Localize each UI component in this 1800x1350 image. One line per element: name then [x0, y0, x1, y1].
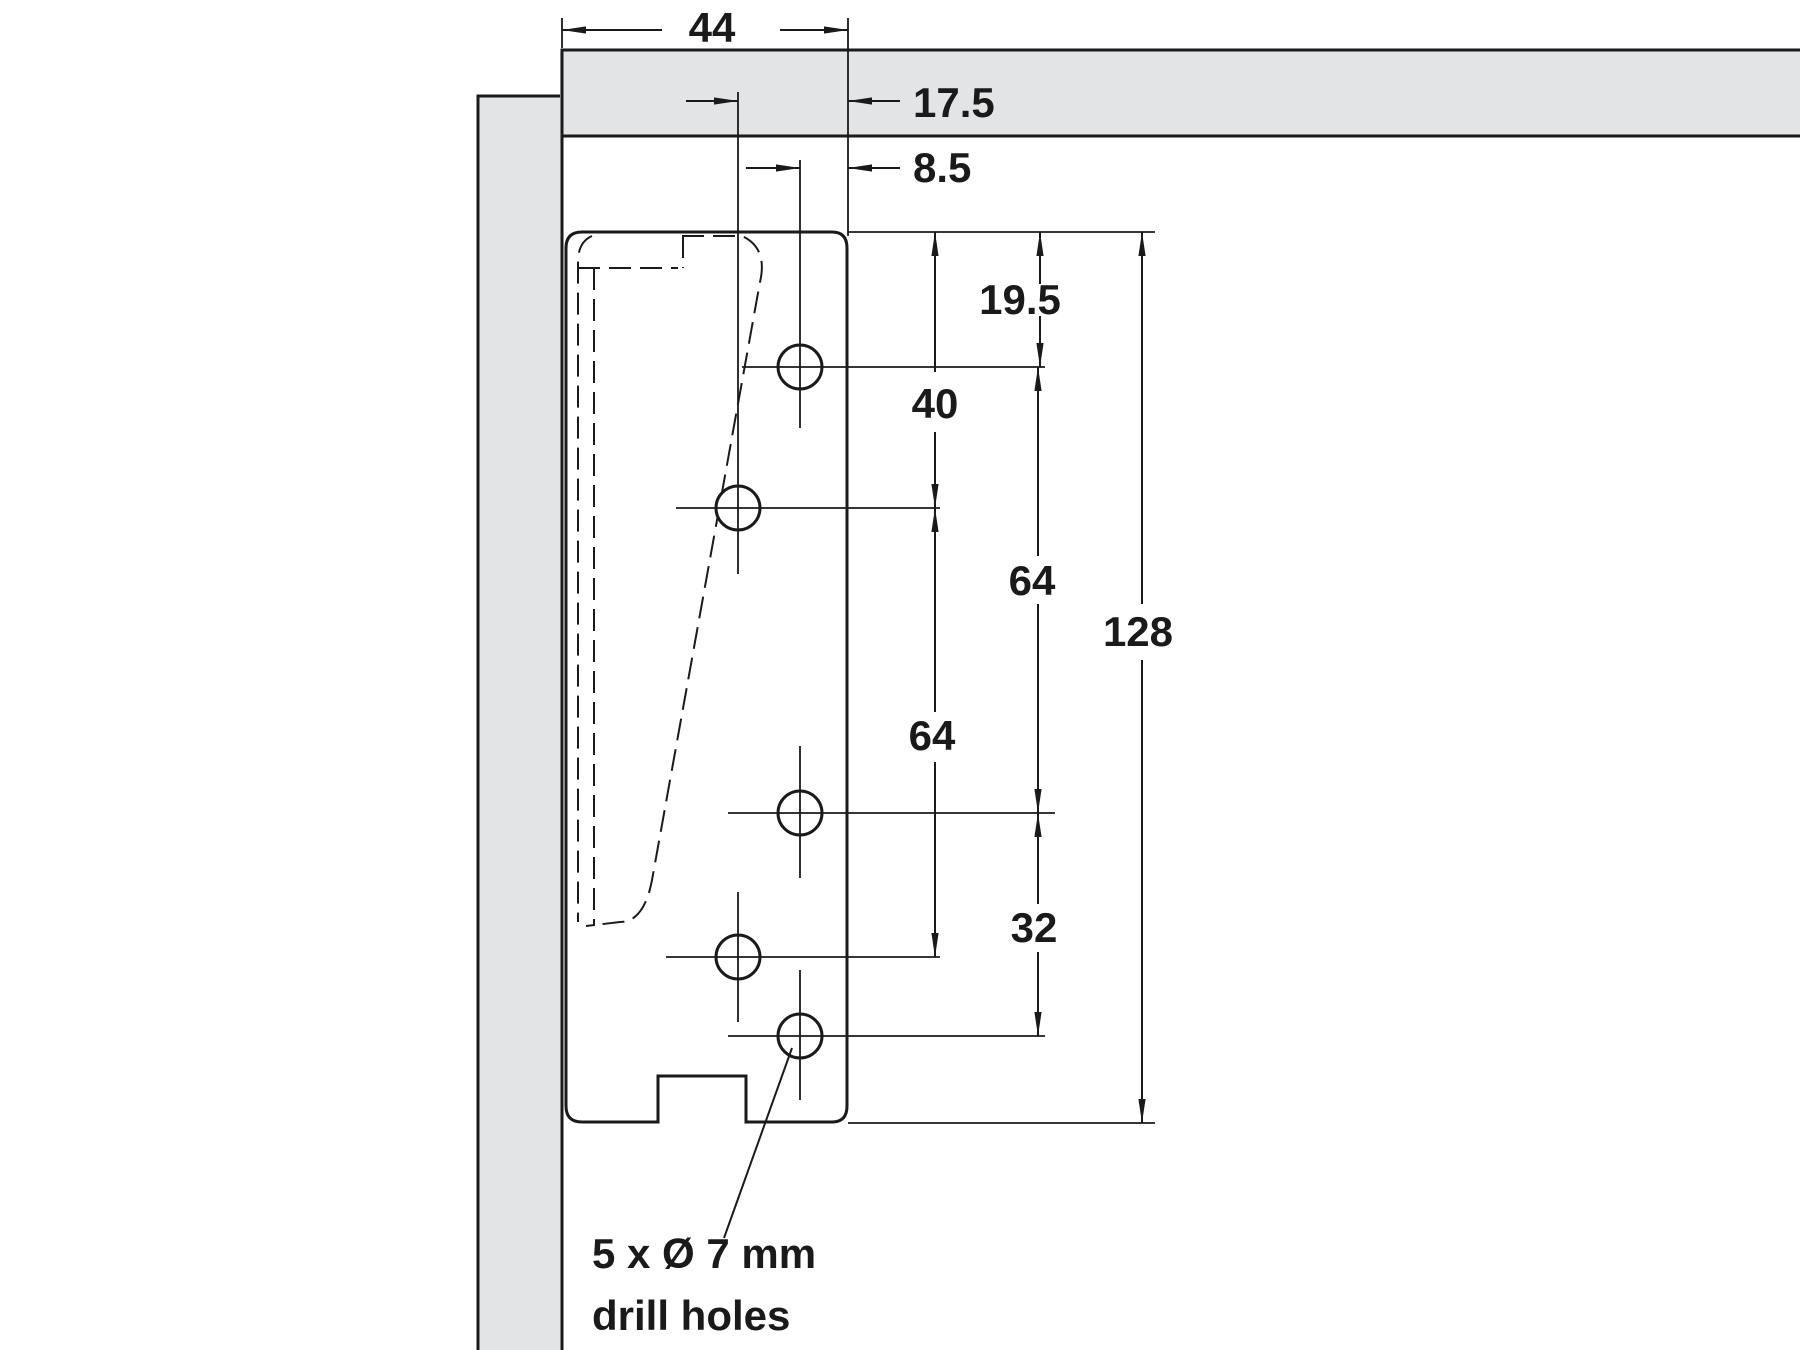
dim-hole3-to-hole5-label: 32: [1011, 904, 1058, 951]
dimension-lines: [562, 26, 1146, 1239]
note-line-1: 5 x Ø 7 mm: [592, 1230, 816, 1277]
dim-offset-outer-label: 17.5: [913, 79, 995, 126]
dim-offset-inner-label: 8.5: [913, 144, 971, 191]
dim-hole2-to-hole4-label: 64: [909, 712, 956, 759]
center-lines: [666, 92, 1055, 1100]
dim-hole1-to-hole2-label: 40: [912, 380, 959, 427]
dim-total-height-label: 128: [1103, 608, 1173, 655]
top-panel: [560, 48, 1800, 138]
side-panel: [476, 94, 564, 1350]
dim-top-to-first-hole-label: 19.5: [979, 276, 1061, 323]
dim-hole1-to-hole3-label: 64: [1009, 557, 1056, 604]
note-line-2: drill holes: [592, 1292, 790, 1339]
hidden-lines: [577, 235, 763, 927]
extension-lines: [561, 18, 1155, 1124]
bracket-plate: [564, 230, 849, 1124]
dim-width-label: 44: [689, 4, 736, 51]
